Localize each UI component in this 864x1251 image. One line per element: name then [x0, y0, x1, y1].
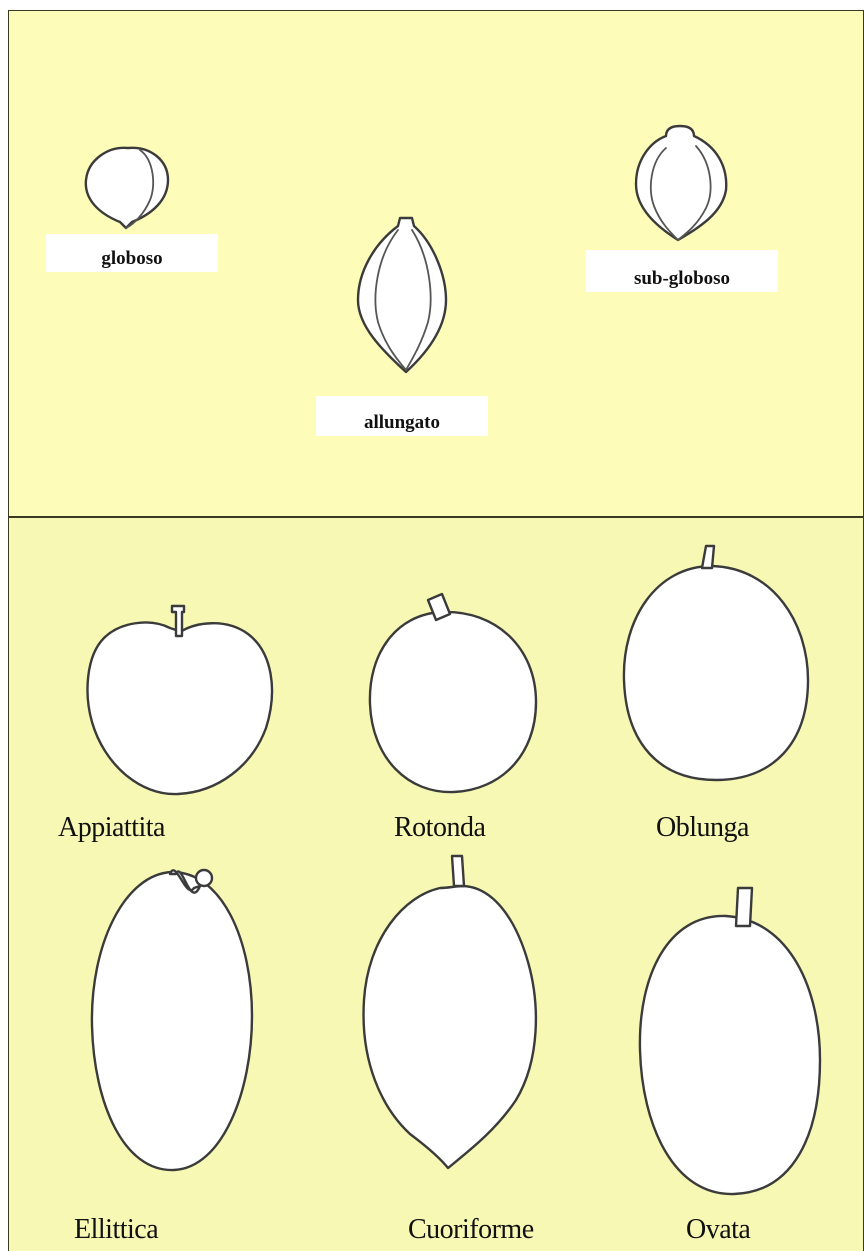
fruit-ellittica-drawing — [92, 870, 252, 1170]
label-ovata: Ovata — [686, 1214, 750, 1246]
label-appiattita: Appiattita — [58, 812, 165, 844]
fruit-oblunga-drawing — [624, 546, 808, 780]
label-ellittica: Ellittica — [74, 1214, 158, 1246]
label-allungato: allungato — [316, 396, 488, 436]
label-oblunga: Oblunga — [656, 812, 749, 844]
label-cuoriforme: Cuoriforme — [408, 1214, 534, 1246]
label-sub-globoso: sub-globoso — [586, 250, 778, 292]
fruit-appiattita-drawing — [88, 606, 272, 794]
label-rotonda: Rotonda — [394, 812, 485, 844]
fruit-rotonda-drawing — [370, 594, 536, 792]
fruit-ovata-drawing — [640, 888, 820, 1194]
label-globoso: globoso — [46, 234, 218, 272]
stone-allungato-drawing — [358, 218, 446, 372]
stone-sub-globoso-drawing — [636, 126, 726, 240]
fruit-cuoriforme-drawing — [364, 856, 536, 1168]
stone-globoso-drawing — [86, 148, 168, 228]
